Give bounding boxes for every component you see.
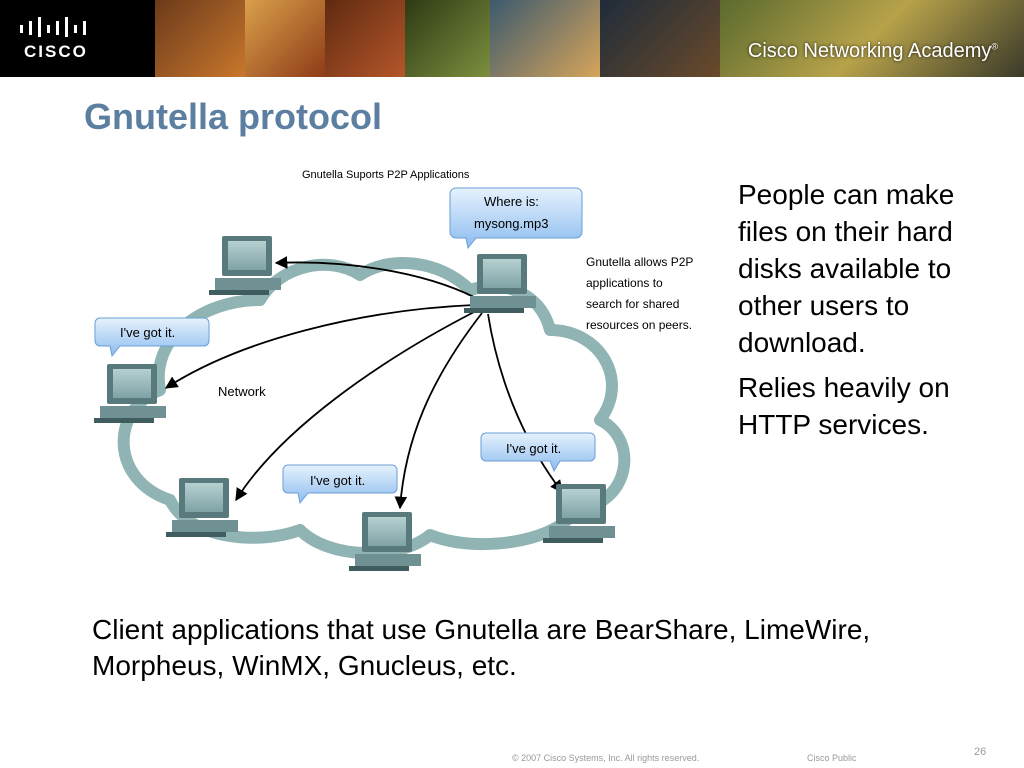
cisco-logo: CISCO	[0, 0, 155, 77]
banner-photo	[600, 0, 720, 77]
banner-photo	[720, 0, 1024, 77]
right-paragraph: People can make files on their hard disk…	[738, 179, 955, 358]
slide-title: Gnutella protocol	[84, 96, 383, 137]
gnutella-diagram: Gnutella Suports P2P Applications Networ…	[94, 169, 693, 571]
reply-text: I've got it.	[310, 473, 365, 488]
caption-line: Gnutella allows P2P	[586, 255, 693, 269]
peer-computer-icon	[94, 364, 166, 423]
query-bubble: Where is: mysong.mp3	[449, 187, 583, 250]
diagram-title: Gnutella Suports P2P Applications	[302, 169, 470, 181]
header-banner: CISCO Cisco Networking Academy®	[0, 0, 1024, 77]
banner-photo	[405, 0, 490, 77]
reply-bubble: I've got it.	[282, 464, 398, 505]
query-arrow	[164, 304, 475, 389]
caption-line: search for shared	[586, 297, 679, 311]
academy-text: Cisco Networking Academy	[747, 40, 992, 62]
banner-photo	[325, 0, 405, 77]
cisco-logo-text: CISCO	[24, 42, 88, 61]
cisco-bars-icon	[20, 17, 86, 37]
banner-photo	[155, 0, 245, 77]
query-line-2: mysong.mp3	[474, 216, 548, 231]
peer-computer-icon	[209, 236, 281, 295]
right-text-block: People can make files on their hard disk…	[738, 176, 1008, 451]
academy-title: Cisco Networking Academy®	[748, 40, 998, 63]
query-arrow	[487, 313, 563, 494]
query-arrow	[394, 312, 483, 510]
bottom-text: Client applications that use Gnutella ar…	[92, 614, 871, 681]
peer-computer-icon	[543, 484, 615, 543]
reply-text: I've got it.	[120, 325, 175, 340]
network-label: Network	[218, 384, 266, 399]
query-arrow	[235, 309, 479, 502]
right-paragraph: Relies heavily on HTTP services.	[738, 372, 950, 440]
peer-computer-icon	[349, 512, 421, 571]
query-arrow	[274, 256, 477, 299]
banner-photo	[490, 0, 600, 77]
peer-computer-icon	[464, 254, 536, 313]
query-line-1: Where is:	[484, 194, 539, 209]
registered-mark: ®	[991, 41, 998, 52]
banner-photo	[245, 0, 325, 77]
footer-classification: Cisco Public	[807, 753, 857, 763]
caption-line: applications to	[586, 276, 663, 290]
reply-bubble: I've got it.	[480, 432, 596, 473]
reply-text: I've got it.	[506, 441, 561, 456]
page-number: 26	[974, 746, 987, 758]
peer-computer-icon	[166, 478, 238, 537]
caption-line: resources on peers.	[586, 318, 692, 332]
footer-copyright: © 2007 Cisco Systems, Inc. All rights re…	[512, 753, 700, 763]
reply-bubble: I've got it.	[94, 317, 210, 358]
